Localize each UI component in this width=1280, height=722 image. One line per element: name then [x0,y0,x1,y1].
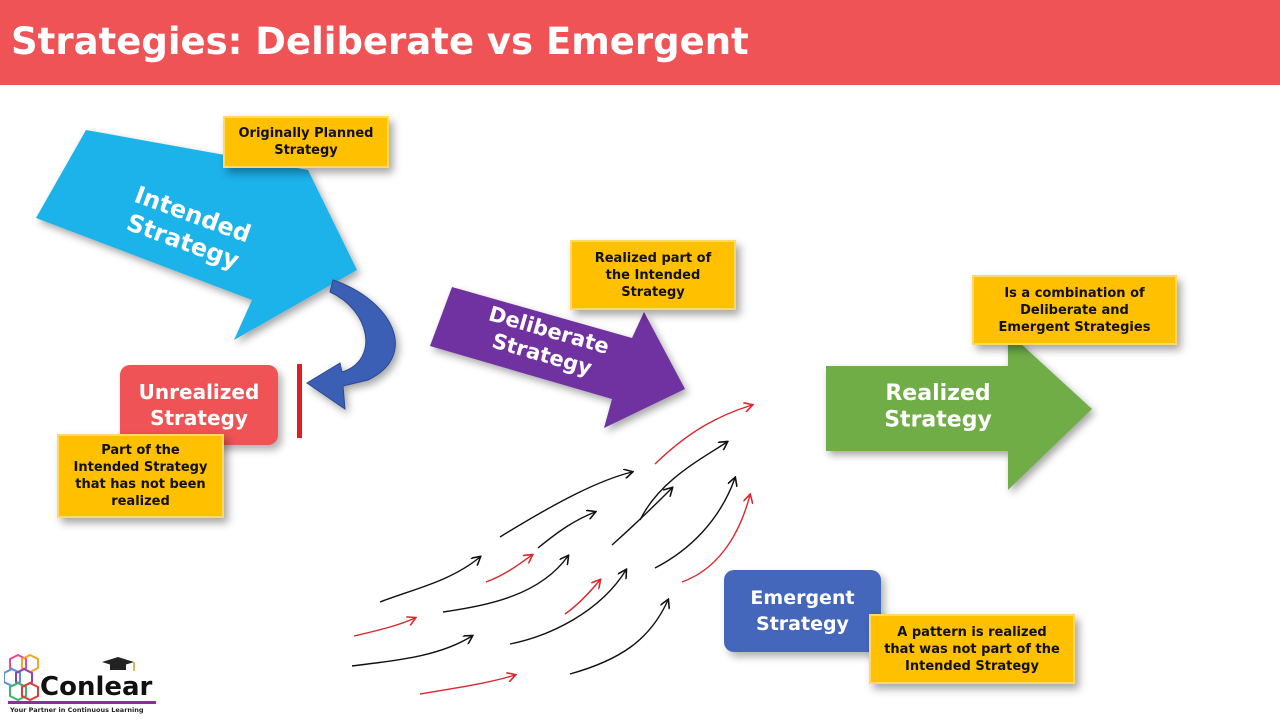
deliberate-arrow-shape [430,287,685,428]
red-arrow-4 [419,675,515,695]
curved-arrow-shape [306,279,396,411]
note-not-realized: Part of the Intended Strategy that has n… [57,434,224,518]
note-combination: Is a combination of Deliberate and Emerg… [972,275,1177,345]
logo-hex-5 [9,681,27,702]
note-originally-planned: Originally Planned Strategy [223,116,389,168]
black-arrow-10 [569,600,668,675]
black-arrow-6 [537,512,595,549]
black-arrow-5 [499,472,632,538]
header-bar: Strategies: Deliberate vs Emergent [0,0,1280,85]
intended-arrow-shape [36,130,357,340]
hand-drawn-black-arrows [351,442,735,675]
black-arrow-8 [639,442,727,521]
logo-tagline: Your Partner in Continuous Learning [9,706,144,714]
red-arrow-3 [564,580,600,615]
note-pattern: A pattern is realized that was not part … [869,614,1075,684]
logo-wordmark: Conlear [40,672,153,702]
black-arrow-7 [611,488,672,546]
emergent-strategy-box: Emergent Strategy [724,570,881,652]
page-title: Strategies: Deliberate vs Emergent [11,20,749,63]
red-arrow-1 [353,618,415,637]
note-realized-part: Realized part of the Intended Strategy [570,240,736,310]
hand-drawn-red-arrows [353,405,752,695]
curved-arrow [306,279,396,411]
logo-underline [8,701,156,704]
black-arrow-9 [654,478,735,569]
black-arrow-1 [379,557,480,603]
red-arrow-6 [681,495,750,583]
conlear-logo: Conlear Your Partner in Continuous Learn… [3,652,174,718]
black-arrow-4 [509,570,626,645]
black-arrow-2 [442,556,568,613]
black-arrow-3 [351,636,472,667]
label-line: Strategy [884,407,992,432]
realized-arrow-shape [826,332,1092,490]
red-arrow-5 [654,405,752,465]
red-arrow-2 [485,555,532,583]
logo-graphic: Conlear Your Partner in Continuous Learn… [3,653,156,714]
unrealized-strategy-box: Unrealized Strategy [120,365,278,445]
logo-hex-6 [21,681,39,702]
graduation-cap-icon [102,657,135,671]
label-line: Realized [885,381,990,406]
red-divider-line [297,364,302,438]
